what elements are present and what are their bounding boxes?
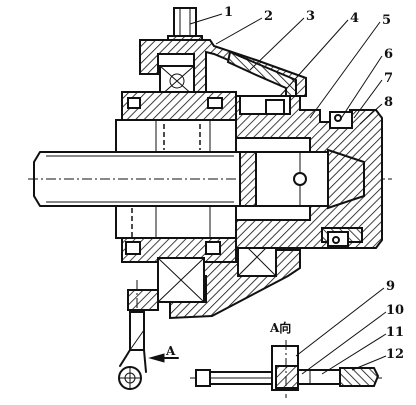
- callout-11: 11: [386, 325, 404, 340]
- lever-assembly: [118, 280, 159, 390]
- gear-body-upper: [115, 91, 237, 153]
- callout-numbers: 1 2 3 4 5 6 7 8 9 10 11 12: [224, 5, 404, 362]
- upper-housing: [139, 39, 307, 99]
- callout-6: 6: [384, 47, 393, 62]
- callout-2: 2: [264, 9, 273, 24]
- right-clamp-assembly: [235, 95, 383, 249]
- lower-housing: [157, 237, 301, 320]
- callout-3: 3: [306, 9, 315, 24]
- callout-9: 9: [386, 279, 395, 294]
- callout-4: 4: [350, 11, 359, 26]
- callout-1: 1: [224, 5, 233, 20]
- callout-8: 8: [384, 95, 393, 110]
- callout-7: 7: [384, 71, 393, 86]
- view-a-label: A向: [269, 320, 291, 335]
- callout-12: 12: [386, 347, 404, 362]
- view-a-detail: [190, 340, 382, 398]
- section-marker-a: A A向: [148, 320, 291, 363]
- section-label: A: [165, 344, 176, 358]
- callout-10: 10: [386, 303, 404, 318]
- callout-5: 5: [382, 13, 391, 28]
- leader-lines: [189, 13, 387, 375]
- gear-body-lower: [115, 205, 237, 263]
